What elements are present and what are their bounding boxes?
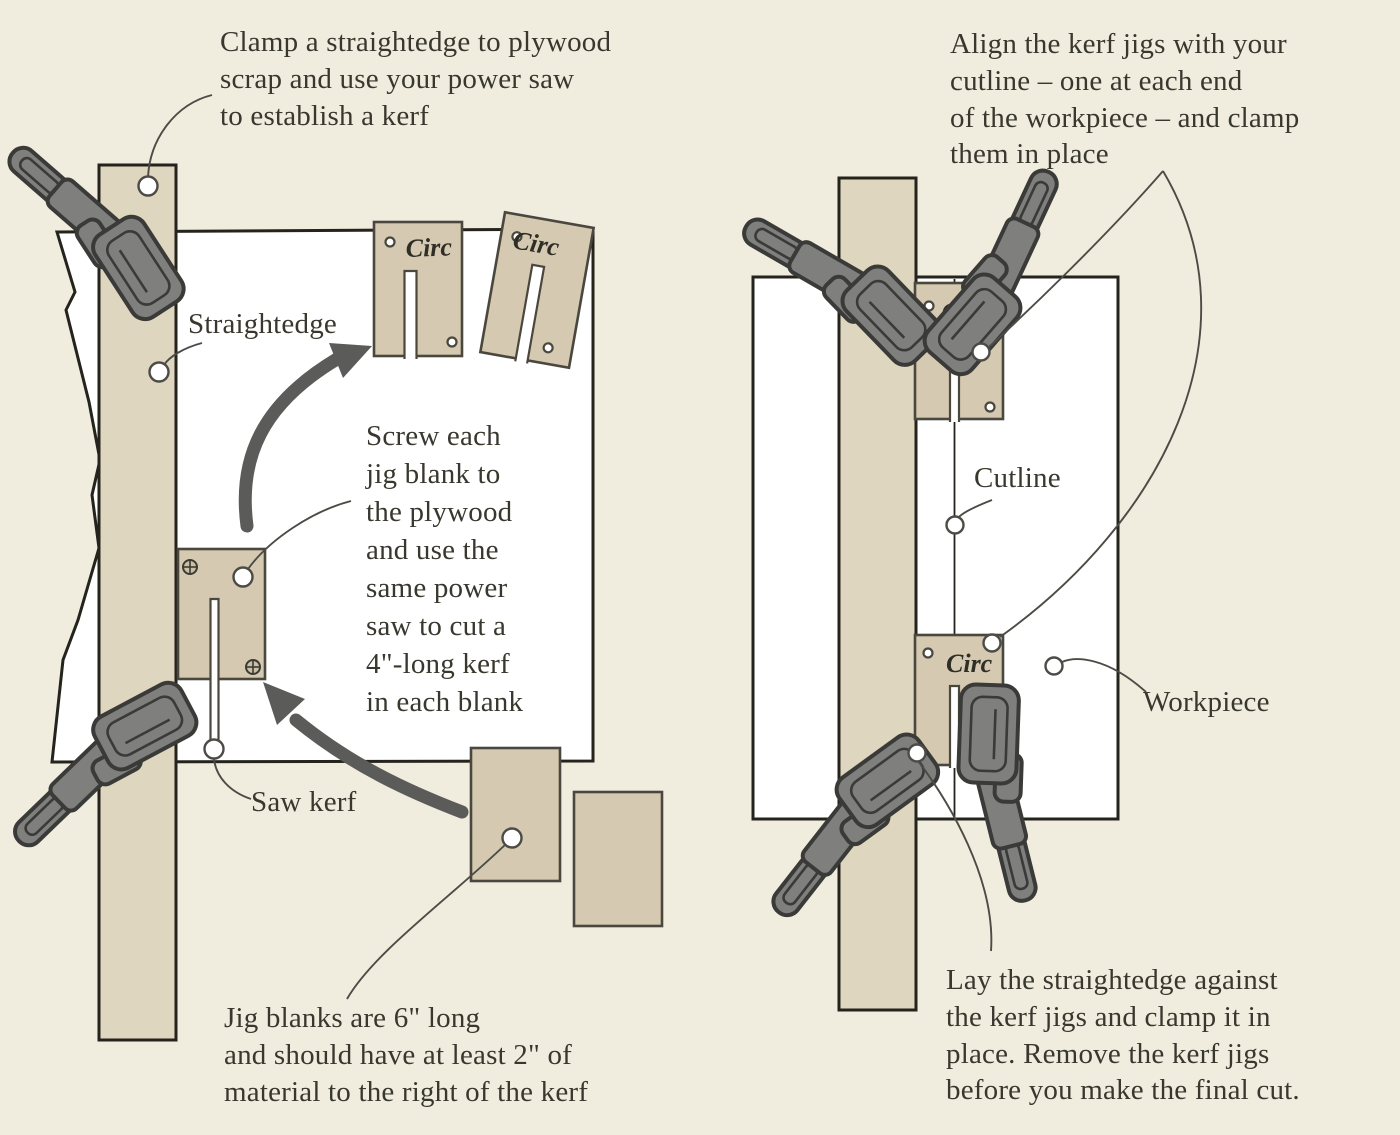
leader-dot xyxy=(148,361,170,383)
uncut-jig-blank-1 xyxy=(469,746,562,883)
jig-screw-hole xyxy=(446,336,458,348)
leader-line xyxy=(988,170,1164,348)
leader-dot xyxy=(907,743,927,763)
arrow-to-finished-jigs xyxy=(238,343,372,533)
note-screw-jig-blank: Screw each jig blank to the plywood and … xyxy=(366,420,524,718)
leader-line xyxy=(247,500,352,570)
leader-dot xyxy=(137,175,159,197)
jig-screw-hole xyxy=(542,342,554,354)
note-jig-blank-size: Jig blanks are 6" long and should have a… xyxy=(224,1002,589,1108)
leader-dot xyxy=(232,566,254,588)
label-cutline: Cutline xyxy=(974,462,1061,494)
leader-dot xyxy=(971,342,991,362)
leader-dot xyxy=(203,738,225,760)
right-panel-use-scene: Circ Circ xyxy=(718,148,1203,1012)
jig-brand-stamp: Circ xyxy=(946,649,993,678)
saw-kerf-slot xyxy=(209,597,220,758)
label-workpiece: Workpiece xyxy=(1143,686,1270,718)
left-panel-setup-scene: Circ Circ xyxy=(0,94,664,1042)
label-saw-kerf: Saw kerf xyxy=(251,786,357,818)
leader-line xyxy=(1061,658,1147,693)
jig-screw-hole xyxy=(984,401,996,413)
kerf-jig-blank-2: Circ xyxy=(478,210,596,370)
arrow-to-screwed-blank xyxy=(263,682,469,819)
jig-screw-hole xyxy=(511,231,523,243)
jig-screw-hole xyxy=(922,647,934,659)
jig-brand-stamp: Circ xyxy=(405,232,453,263)
note-align-kerf-jigs: Align the kerf jigs with your cutline – … xyxy=(950,28,1300,171)
leader-line xyxy=(147,94,213,178)
uncut-jig-blank-2 xyxy=(572,790,664,928)
jig-screw-hole xyxy=(384,236,396,248)
note-clamp-straightedge: Clamp a straightedge to plywood scrap an… xyxy=(220,26,612,132)
leader-line xyxy=(999,170,1203,638)
kerf-jig-blank-1: Circ xyxy=(372,220,464,359)
leader-line xyxy=(163,342,203,366)
note-lay-straightedge: Lay the straightedge against the kerf ji… xyxy=(946,964,1300,1107)
leader-dot xyxy=(501,827,523,849)
leader-dot xyxy=(945,515,965,535)
screw-head xyxy=(245,659,261,675)
leader-line xyxy=(918,761,993,952)
leader-dot xyxy=(1044,656,1064,676)
leader-line xyxy=(346,842,508,1000)
leader-line xyxy=(213,758,252,800)
screw-head xyxy=(182,559,198,575)
leader-dot xyxy=(982,633,1002,653)
label-straightedge: Straightedge xyxy=(188,308,337,340)
